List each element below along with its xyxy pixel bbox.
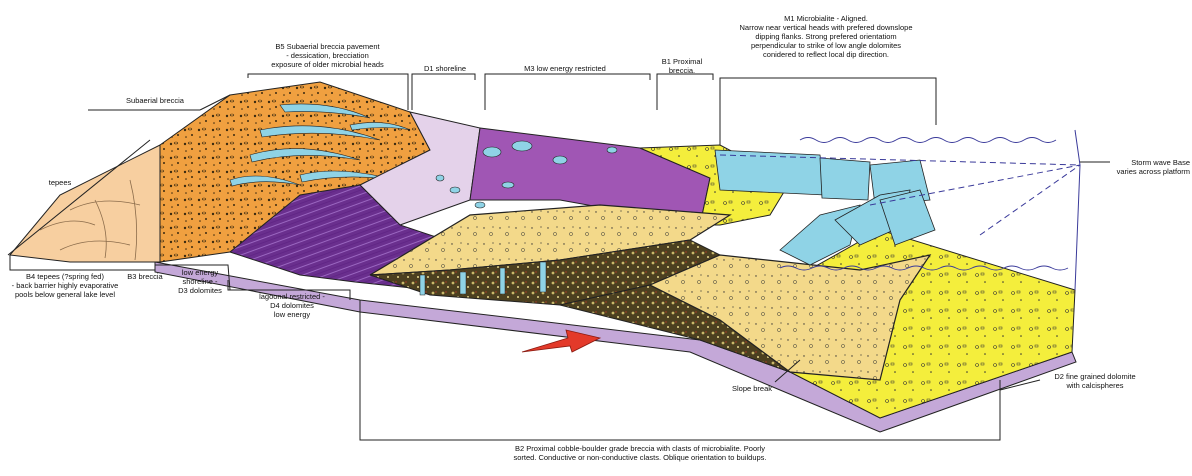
- label-b5: B5 Subaerial breccia pavement - dessicat…: [240, 42, 415, 69]
- label-b3: B3 breccia: [120, 272, 170, 281]
- label-m3: M3 low energy restricted: [500, 64, 630, 73]
- label-d2: D2 fine grained dolomite with calcispher…: [1035, 372, 1155, 390]
- label-m1: M1 Microbialite - Aligned. Narrow near v…: [716, 14, 936, 59]
- label-b1: B1 Proximal breccia.: [652, 57, 712, 75]
- label-d1: D1 shoreline: [410, 64, 480, 73]
- label-storm-wave-base: Storm wave Base varies across platform: [1082, 158, 1190, 176]
- label-tepees: tepees: [40, 178, 80, 187]
- label-subaerial-breccia: Subaerial breccia: [110, 96, 200, 105]
- label-b4: B4 tepees (?spring fed) - back barrier h…: [0, 272, 130, 299]
- label-slope-break: Slope break: [722, 384, 782, 393]
- label-b2: B2 Proximal cobble-boulder grade breccia…: [420, 444, 860, 462]
- label-d3: low energy shoreline - D3 dolomites: [170, 268, 230, 295]
- label-d4: lagoonal restricted - D4 dolomites low e…: [232, 292, 352, 319]
- wavy-water-surface: [800, 138, 1056, 143]
- block-outline: [1075, 130, 1080, 290]
